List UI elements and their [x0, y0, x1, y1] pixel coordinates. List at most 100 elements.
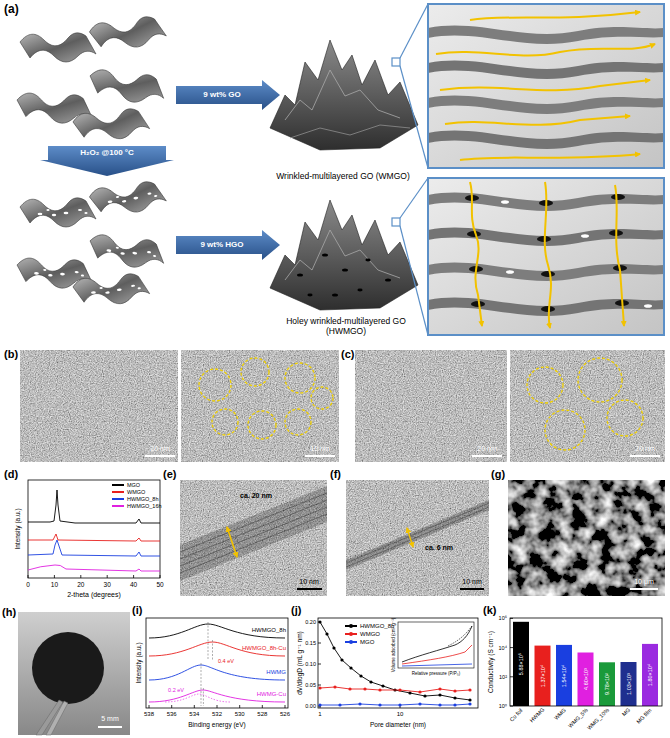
block-arrow-part: [40, 146, 174, 176]
tem-image: [20, 350, 665, 462]
scale-label: 10 nm: [462, 578, 481, 586]
flat-sheets-part: [89, 15, 168, 52]
category-label: WMG_5%: [567, 707, 589, 729]
tick-label: 10: [51, 581, 58, 588]
tick-label: 0.10: [305, 661, 316, 667]
hrtem-image: [180, 480, 489, 596]
holey-wrinkled-structure-part: [297, 273, 303, 276]
pore-circle: [199, 358, 643, 450]
bar-value: 1.03×10³: [625, 673, 631, 695]
xps-chart-part: [149, 665, 285, 680]
xps-chart-part-part: [217, 705, 218, 708]
tick-label: 10⁴: [499, 645, 507, 651]
hrtem-image-part-part: [180, 507, 327, 566]
legend-marker: [349, 632, 353, 636]
conductivity-chart-part-part: [510, 676, 513, 677]
pore-chart-part-part: [318, 643, 321, 644]
dimension-label: ca. 20 nm: [240, 492, 272, 500]
axis-title: Conductivity (S cm⁻¹): [487, 631, 494, 693]
hrtem-image-part-part: [346, 503, 489, 563]
zoom-box-part: [436, 44, 655, 56]
pore-chart-part: [318, 618, 478, 708]
zoom-box-part: [460, 154, 640, 160]
xps-chart-part-part: [203, 688, 204, 706]
xrd-chart-part: [28, 565, 160, 571]
pore-chart-part: [402, 664, 472, 666]
wrinkled-structure: [270, 40, 418, 150]
category-label: MG: [621, 707, 632, 718]
arrow-label: 9 wt% GO: [203, 91, 240, 100]
tick-label: 50: [156, 581, 163, 588]
zoom-box-part: [428, 4, 664, 168]
scale-label: 10 μm: [634, 578, 654, 586]
scale-bar-part: [630, 455, 660, 457]
category-label: WMG_10%: [586, 707, 610, 731]
legend-line: [345, 625, 357, 626]
conductivity-chart-part: [578, 653, 594, 707]
tick-label: 528: [257, 711, 267, 718]
xps-chart-part: [201, 622, 213, 706]
zoom-box-part: [428, 26, 664, 44]
xps-chart-part: [149, 624, 285, 638]
conductivity-chart: [510, 618, 662, 706]
legend-text: HWMGO_16h: [127, 503, 162, 509]
photo-part: [18, 612, 130, 735]
conductivity-chart-part: [510, 618, 513, 706]
structure-node: Holey wrinkled-multilayered GO (HWMGO): [268, 180, 424, 337]
conductivity-chart-part: [556, 645, 572, 706]
conductivity-chart-part: [535, 646, 551, 706]
sem-image-part: [630, 588, 658, 590]
legend-marker: [349, 640, 353, 644]
scale-label: 20 nm: [477, 445, 496, 453]
tick-label: 538: [144, 711, 154, 718]
zoom-box-part: [400, 4, 428, 58]
holey-wrinkled-structure-part: [307, 294, 312, 297]
xrd-chart-part-part: [107, 575, 108, 578]
hrtem-image-part-part: [180, 514, 327, 573]
tick-label: 0.20: [305, 619, 316, 625]
wrinkled-structure-part: [285, 70, 400, 120]
hrtem-image-part: [407, 528, 413, 547]
flat-sheets-part: [87, 67, 166, 106]
arrow-label: H₂O₂ @100 °C: [80, 149, 134, 158]
zoom-box-part: [428, 96, 664, 114]
scale-bar-part: [472, 455, 502, 457]
axis-title: Pore diameter (nm): [370, 721, 426, 728]
conductivity-chart-part: [513, 622, 529, 706]
hrtem-image-part: [297, 588, 322, 590]
wrinkled-structure-part: [270, 40, 418, 150]
xps-chart-part-part: [149, 705, 150, 708]
pore-circle-part: [527, 367, 563, 403]
scale-label: 20 nm: [150, 445, 169, 453]
scale-bar-part: [145, 455, 175, 457]
holey-zoom-box-part: [501, 200, 509, 204]
scale-bar-part: [305, 455, 335, 457]
xps-chart-part: [165, 694, 230, 702]
scale-label: 5 mm: [101, 715, 119, 723]
legend-line: [112, 505, 124, 506]
bar-value: 1.80×10⁴: [647, 664, 653, 686]
tick-label: 532: [212, 711, 222, 718]
tem-image-part: [20, 350, 178, 462]
bar-value: 1.37×10⁴: [539, 665, 545, 687]
tem-image-part: [510, 350, 665, 462]
tem-image-part: [355, 350, 507, 462]
xps-chart-part: [149, 642, 285, 656]
hrtem-image-part: [346, 503, 489, 567]
panel-letter: (d): [4, 468, 18, 480]
legend-line: [112, 484, 124, 485]
holey-wrinkled-structure-part: [365, 259, 370, 262]
xrd-chart-part-part: [160, 575, 161, 578]
photo-part: [46, 701, 68, 735]
legend-text: MGO: [127, 482, 140, 488]
node-caption: Holey wrinkled-multilayered GO (HWMGO): [268, 317, 424, 337]
pore-chart-part: [318, 622, 400, 708]
tick-label: 1: [318, 711, 321, 718]
holey-wrinkled-structure: [270, 200, 418, 310]
block-arrow-part: [176, 230, 280, 260]
pore-chart-part-part: [318, 706, 321, 707]
holey-zoom-box-part: [541, 271, 555, 277]
tick-label: 10⁰: [499, 703, 507, 709]
tick-label: 30: [104, 581, 111, 588]
